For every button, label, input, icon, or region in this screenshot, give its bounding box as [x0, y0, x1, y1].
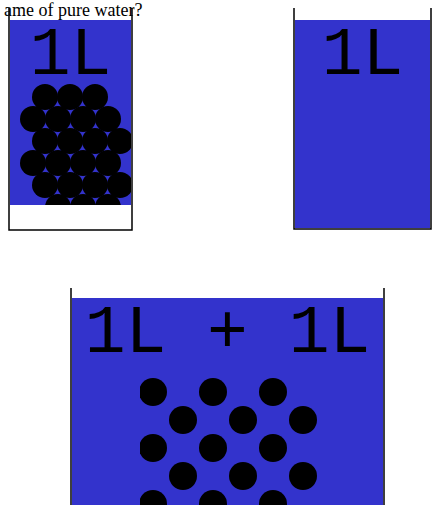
particles-spread [140, 378, 317, 505]
beaker-water: 1L [10, 22, 131, 92]
water-fill [295, 20, 430, 228]
volume-label: 1L [30, 22, 112, 90]
beaker-outline [9, 8, 431, 505]
beaker-water: 1L + 1L [72, 300, 383, 370]
particles-packed [20, 84, 131, 205]
question-text: ame of pure water? [4, 1, 142, 19]
volume-label: 1L [322, 22, 404, 90]
beaker-water: 1L [295, 22, 430, 92]
water-fill [72, 298, 383, 505]
volume-label: 1L + 1L [85, 300, 371, 368]
